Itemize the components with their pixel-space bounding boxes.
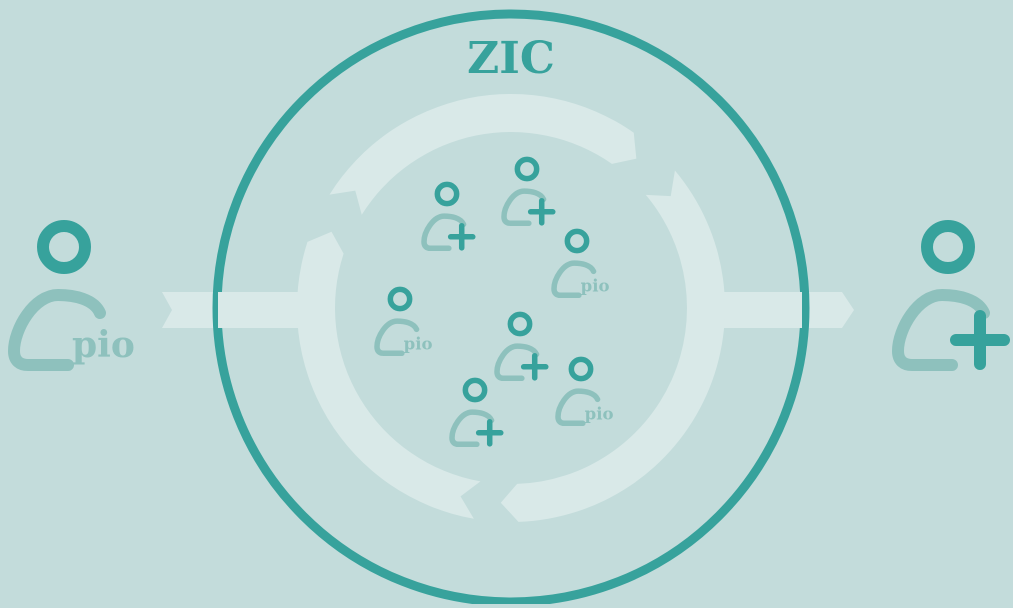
person-head (507, 311, 533, 337)
person-plus-icon (421, 181, 476, 252)
person-body (891, 288, 990, 371)
person-head (568, 356, 594, 382)
person-label: pio (404, 334, 433, 354)
people-group: pio pio pio pio (7, 156, 1010, 448)
person-label: pio (585, 404, 614, 424)
person-head (921, 220, 975, 274)
person-pio-icon: pio (374, 286, 433, 357)
cycle-arrows (296, 94, 725, 522)
cycle-arrow-segment (296, 231, 481, 519)
person-label: pio (581, 276, 610, 296)
cycle-arrow-segment (329, 94, 637, 215)
person-head (564, 228, 590, 254)
person-body (7, 288, 106, 371)
flow-arrow-inner-right (716, 292, 802, 328)
cycle-arrow-segment (500, 170, 725, 522)
person-pio-icon: pio (551, 228, 610, 299)
person-plus-icon (891, 220, 1010, 371)
person-body (494, 343, 540, 382)
center-label: ZIC (467, 33, 555, 84)
person-pio-icon: pio (555, 356, 614, 427)
person-body (449, 409, 495, 448)
person-label: pio (72, 324, 135, 366)
person-plus-icon (449, 377, 504, 448)
person-head (462, 377, 488, 403)
flow-arrow-inner-left (218, 292, 306, 328)
person-body (551, 260, 597, 299)
person-plus-icon (494, 311, 549, 382)
person-body (501, 188, 547, 227)
person-head (387, 286, 413, 312)
person-head (434, 181, 460, 207)
person-plus-icon (501, 156, 556, 227)
person-body (374, 318, 420, 357)
person-head (37, 220, 91, 274)
person-head (514, 156, 540, 182)
person-body (421, 213, 467, 252)
person-body (555, 388, 601, 427)
person-pio-icon: pio (7, 220, 135, 371)
